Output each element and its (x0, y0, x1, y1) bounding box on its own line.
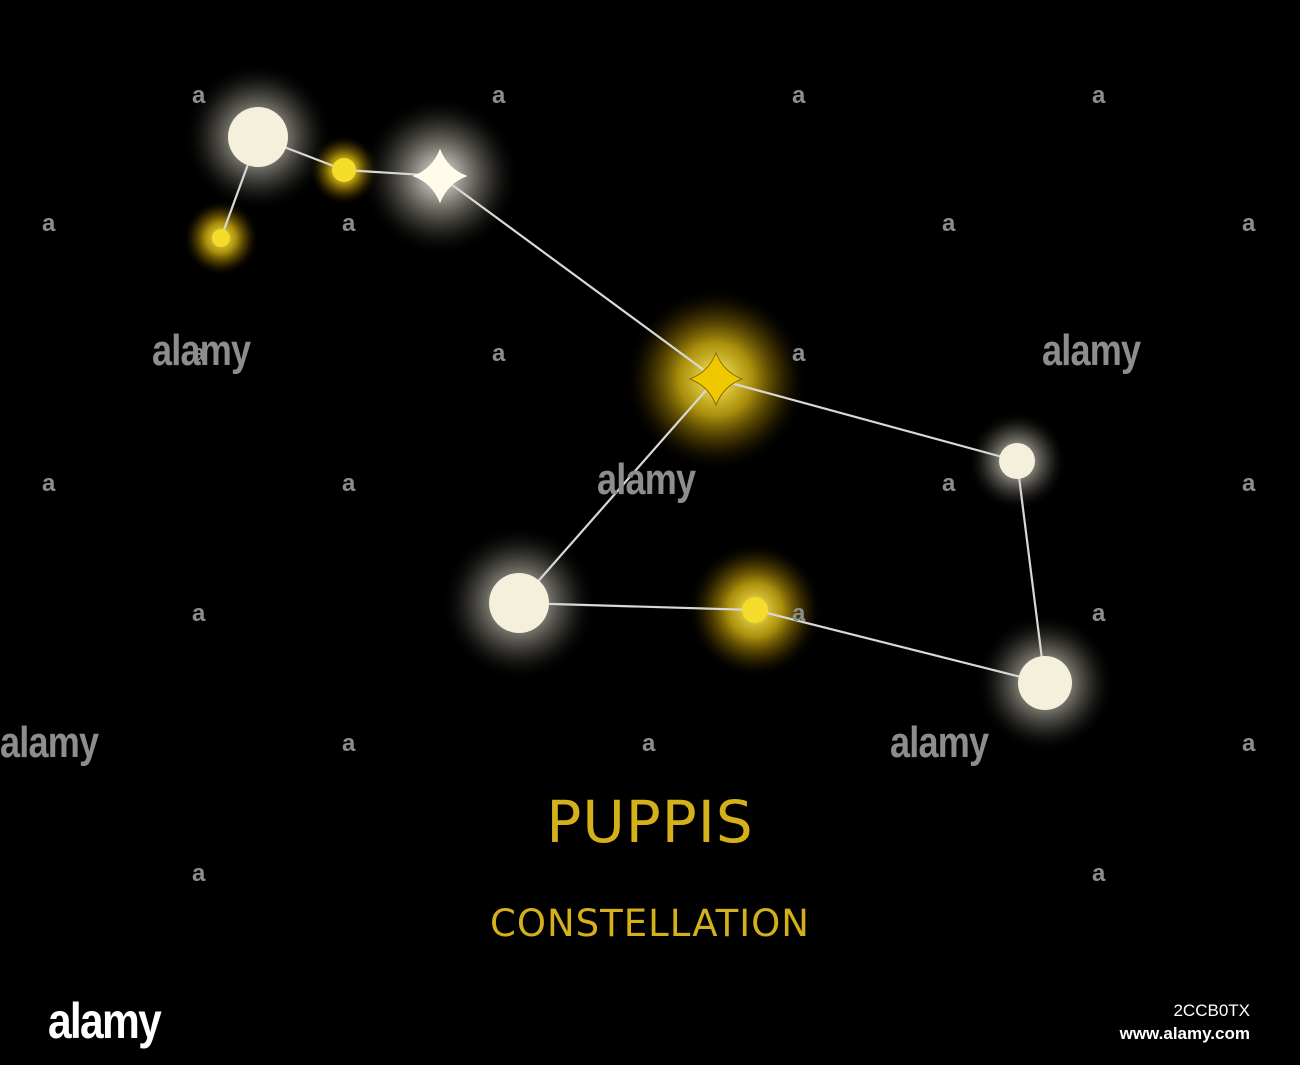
footer-image-id: 2CCB0TX (1173, 1001, 1250, 1020)
watermark-mark-12: a (342, 470, 356, 497)
footer-logo: alamy (48, 993, 162, 1049)
star-f (999, 443, 1035, 479)
star-b (332, 158, 356, 182)
watermark-mark-17: a (1092, 600, 1106, 627)
watermark-mark-6: a (942, 210, 956, 237)
constellation-line-e-f (715, 377, 1018, 463)
constellation-line-h-i (754, 608, 1046, 685)
watermark-logo-1: alamy (1042, 326, 1141, 375)
constellation-line-f-i (1015, 460, 1047, 684)
watermark-logo-3: alamy (0, 718, 99, 767)
watermark-mark-7: a (1242, 210, 1256, 237)
watermark-mark-0: a (192, 82, 206, 109)
watermark-mark-15: a (192, 600, 206, 627)
watermark-mark-8: a (192, 340, 206, 367)
footer-url: www.alamy.com (1119, 1024, 1250, 1043)
constellation-subtitle: CONSTELLATION (490, 902, 810, 945)
watermark-mark-10: a (792, 340, 806, 367)
star-g (489, 573, 549, 633)
watermark-mark-5: a (342, 210, 356, 237)
watermark-mark-11: a (42, 470, 56, 497)
watermark-mark-21: a (192, 860, 206, 887)
watermark-mark-18: a (342, 730, 356, 757)
constellation-line-e-g (518, 378, 717, 604)
watermark-mark-4: a (42, 210, 56, 237)
watermark-logo-0: alamy (152, 326, 251, 375)
star-d (212, 229, 230, 247)
watermark-mark-3: a (1092, 82, 1106, 109)
watermark-logo-2: alamy (597, 455, 696, 504)
star-e (688, 351, 744, 407)
watermark-mark-9: a (492, 340, 506, 367)
watermark-mark-1: a (492, 82, 506, 109)
watermark-mark-19: a (642, 730, 656, 757)
watermark-mark-16: a (792, 600, 806, 627)
constellation-title: PUPPIS (546, 788, 754, 856)
constellation-line-c-e (439, 175, 717, 380)
watermark-mark-14: a (1242, 470, 1256, 497)
watermark-mark-13: a (942, 470, 956, 497)
watermark-mark-2: a (792, 82, 806, 109)
constellation-line-g-h (518, 601, 756, 612)
stock-footer (0, 985, 1300, 1065)
star-c (412, 148, 468, 204)
star-a (228, 107, 288, 167)
watermark-mark-20: a (1242, 730, 1256, 757)
star-i (1018, 656, 1072, 710)
watermark-logo-4: alamy (890, 718, 989, 767)
constellation-diagram (183, 62, 1115, 753)
star-h (742, 597, 768, 623)
watermark-mark-22: a (1092, 860, 1106, 887)
